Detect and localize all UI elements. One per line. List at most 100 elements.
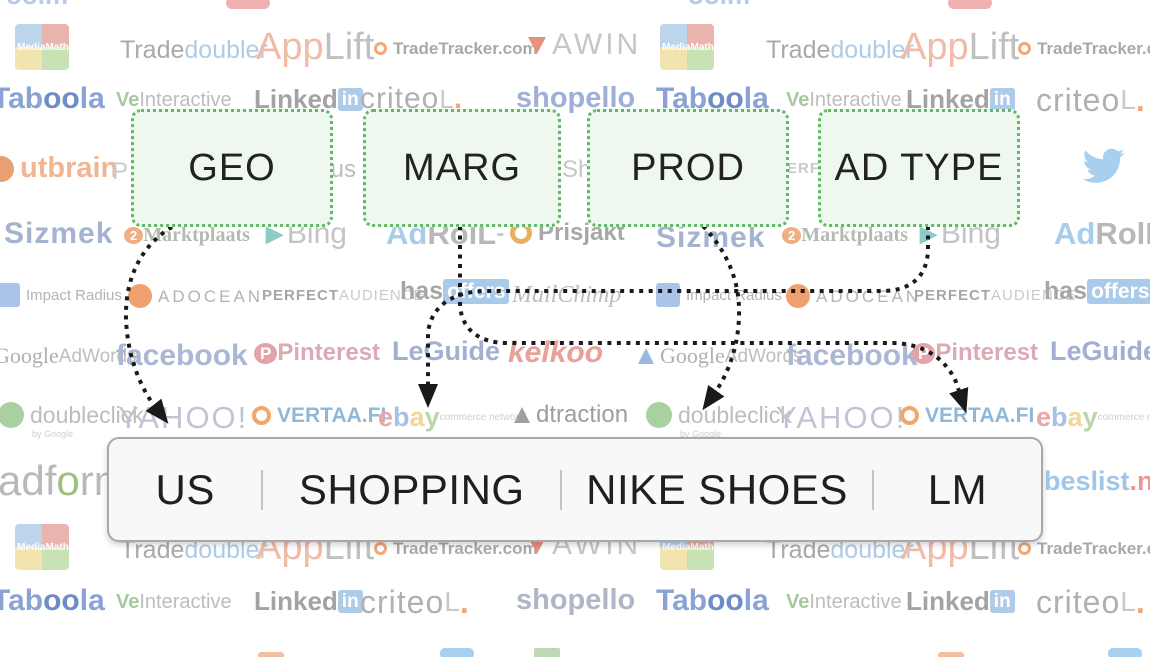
parameter-box-adtype: AD TYPE (818, 109, 1020, 227)
segment-divider (261, 469, 264, 510)
logo-criteo: criteoL. (1036, 82, 1145, 118)
logo-perfect-audience: PERFECT AUDIENCE (262, 287, 425, 305)
logo-fragment-top-blue: oo.m (6, 0, 68, 8)
parameter-box-prod: PROD (587, 109, 789, 227)
logo-pinterest: P Pinterest (254, 341, 380, 365)
logo-sizmek: Sizmek (4, 217, 114, 250)
segment-divider (560, 469, 563, 510)
logo-criteo: criteoL. (1036, 584, 1145, 620)
dot-icon (646, 402, 672, 428)
logo-impact-radius: Impact Radius (656, 283, 782, 307)
mosaic-icon (15, 524, 69, 570)
logo-tradetracker: TradeTracker.com (1018, 40, 1150, 57)
logo-awin: AWIN (528, 30, 641, 60)
mosaic-icon (15, 24, 69, 70)
dot-icon (128, 284, 152, 308)
glyph-icon: ▶ (266, 221, 283, 246)
logo-fragment-top-red (226, 0, 270, 11)
bar-icon (1108, 648, 1142, 657)
logo-hasoffers: has offers (400, 279, 510, 304)
bar-icon (948, 0, 992, 9)
logo-yahoo: YAHOO! (776, 400, 907, 435)
logo-fragment-bottom (1108, 646, 1142, 657)
logo-kelkoo: kelkoo (508, 336, 604, 369)
logo-outbrain: utbrain (0, 154, 118, 183)
logo-fragment-bottom (534, 646, 560, 657)
logo-fragment-bottom (440, 646, 474, 657)
logo-vertaa-fi: VERTAA.FI (252, 405, 386, 426)
bar-icon (226, 0, 270, 9)
logo-sizmek: Sizmek (656, 221, 766, 254)
parameter-box-marg-label: MARG (403, 146, 521, 189)
logo-facebook: facebook (116, 339, 248, 372)
logo-tradetracker: TradeTracker.com (374, 540, 538, 557)
output-segment-shopping: SHOPPING (263, 466, 560, 514)
output-bar: US SHOPPING NIKE SHOES LM (107, 437, 1043, 542)
parameter-box-geo: GEO (131, 109, 333, 227)
logo-ebay: ebay commerce netwo (1036, 402, 1150, 432)
logo-taboola: Taboola (0, 584, 105, 617)
parameter-box-prod-label: PROD (631, 146, 745, 189)
logo-tradetracker: TradeTracker.com (374, 40, 538, 57)
segment-divider (871, 469, 874, 510)
tri-icon (528, 36, 546, 54)
logo-mailchimp: MailChimp (512, 282, 622, 308)
square-icon (0, 283, 20, 307)
logo-adform: adform (0, 457, 129, 504)
logo-google-adwords: Google AdWords (638, 345, 803, 367)
bar-icon (440, 648, 474, 657)
square-icon (656, 283, 680, 307)
logo-leguide: LeGuide (1050, 336, 1150, 366)
logo-veinteractive: VeInteractive (786, 591, 902, 613)
ring-icon (374, 42, 387, 55)
logo-leguide: LeGuide (392, 336, 501, 366)
logo-applift: AppLift (256, 26, 375, 68)
output-segment-us-label: US (155, 465, 215, 513)
logo-hasoffers: has offers (1044, 279, 1150, 304)
logo-veinteractive: VeInteractive (786, 89, 902, 111)
bar-icon (258, 651, 284, 657)
dot-icon (0, 402, 24, 428)
logo-marktplaats: 2 Marktplaats (782, 225, 908, 245)
logo-pinterest: P Pinterest (912, 341, 1038, 365)
bar-icon (938, 651, 964, 657)
logo-criteo: criteoL. (360, 82, 463, 115)
logo-mediamath: MediaMath (15, 524, 71, 570)
parameter-box-geo-label: GEO (188, 146, 276, 189)
output-segment-nikeshoes-label: NIKE SHOES (586, 465, 848, 513)
logo-taboola: Taboola (656, 584, 769, 617)
logo-marktplaats: 2 Marktplaats (124, 225, 250, 245)
output-segment-lm-label: LM (927, 465, 988, 513)
logo-beslist-nl: beslist.nl (1044, 466, 1150, 496)
logo-mediamath: MediaMath (660, 24, 716, 70)
ring-icon (1018, 42, 1031, 55)
logo-adocean: ADOCEAN (128, 284, 263, 308)
logo-mediamath: MediaMath (15, 24, 71, 70)
logo-tradedoubler: Tradedoubler (120, 36, 268, 64)
logo-facebook: facebook (786, 339, 918, 372)
ring-icon (252, 406, 271, 425)
logo-google-adwords: Google AdWords (0, 343, 137, 368)
logo-twitter-bird (1080, 148, 1132, 190)
logo-impact-radius: Impact Radius (0, 283, 122, 307)
logo-veinteractive: VeInteractive (116, 89, 232, 111)
logo-vertaa-fi: VERTAA.FI (900, 405, 1034, 426)
logo-fragment-bottom (258, 648, 284, 657)
parameter-box-adtype-label: AD TYPE (834, 146, 1004, 189)
dot-icon (786, 284, 810, 308)
logo-taboola: Taboola (656, 82, 769, 115)
ring-icon (1018, 542, 1031, 555)
logo-veinteractive: VeInteractive (116, 591, 232, 613)
logo-tradetracker: TradeTracker.com (1018, 540, 1150, 557)
output-segment-nikeshoes: NIKE SHOES (562, 466, 872, 514)
logo-fragment-bottom (938, 648, 964, 657)
tri-up-icon (514, 407, 530, 423)
logo-criteo: criteoL. (360, 584, 469, 620)
